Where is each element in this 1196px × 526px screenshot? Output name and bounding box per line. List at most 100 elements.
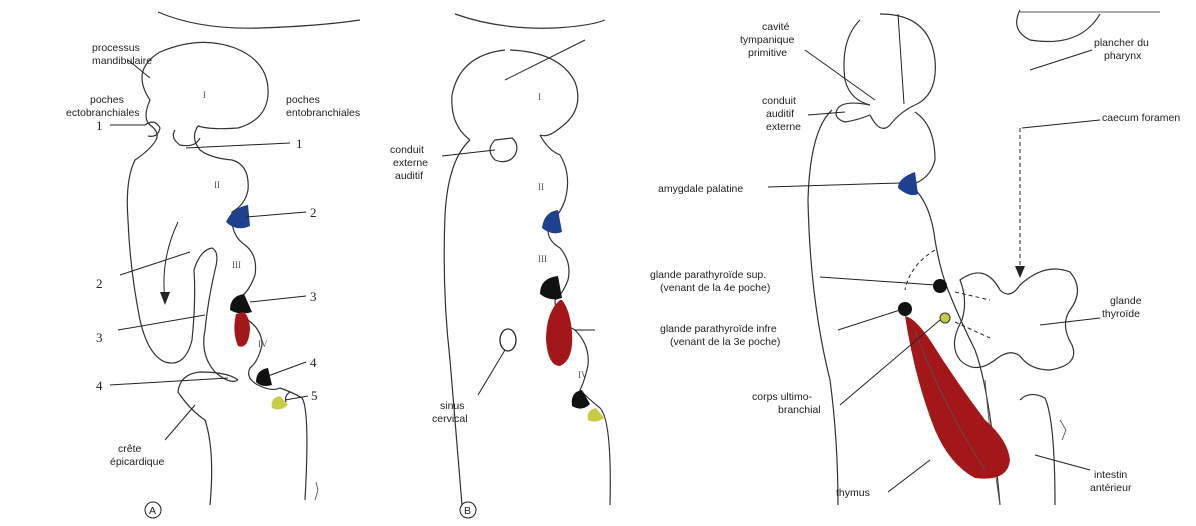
label-thyroide-2: thyroïde xyxy=(1102,308,1140,320)
label-parathyroide-inf-1: glande parathyroïde infre xyxy=(660,323,777,335)
leader-cavite xyxy=(805,50,875,100)
panel-b-arch-iv: IV xyxy=(578,370,588,380)
leader-parathyroide-inf xyxy=(838,310,900,330)
label-conduit-b-2: externe xyxy=(393,157,428,169)
label-processus: processus xyxy=(92,42,140,54)
thymus-primordium-a xyxy=(234,312,250,347)
label-plancher-2: pharynx xyxy=(1104,50,1142,62)
leader-right-2 xyxy=(246,212,306,217)
panel-c-vertical-divider xyxy=(898,14,904,104)
label-epicardique: épicardique xyxy=(110,456,164,468)
panel-c-upper-arch xyxy=(880,14,935,105)
panel-a-mark xyxy=(315,482,318,500)
leader-amygdale xyxy=(768,183,900,187)
right-number-3: 3 xyxy=(310,289,317,304)
leader-plancher xyxy=(1030,50,1092,70)
thyroid-gland-outline xyxy=(954,269,1077,370)
label-poches-ento-2: entobranchiales xyxy=(286,107,360,119)
label-conduit-b-3: auditif xyxy=(395,170,423,182)
parathyroid-inferior xyxy=(898,302,912,316)
panel-b-arch-i: I xyxy=(538,92,541,102)
dashed-to-thyroid-upper xyxy=(955,292,990,300)
label-intestin-2: antérieur xyxy=(1090,482,1132,494)
right-number-5: 5 xyxy=(311,388,318,403)
label-cavite-2: tympanique xyxy=(740,34,794,46)
badge-a: A xyxy=(149,505,156,517)
panel-b-thymus xyxy=(546,300,572,366)
label-parathyroide-inf-2: (venant de la 3e poche) xyxy=(670,336,780,348)
panel-b-arch-iii: III xyxy=(538,254,547,264)
leader-right-4 xyxy=(268,362,306,376)
leader-parathyroide-sup xyxy=(820,277,935,285)
panel-a: processus mandibulaire poches ectobranch… xyxy=(66,12,360,518)
panel-a-arrowhead xyxy=(160,292,170,305)
panel-c-top-right-curve xyxy=(1017,10,1100,42)
label-sinus-2: cervical xyxy=(432,413,468,425)
amygdale-palatine-blue xyxy=(898,172,918,195)
sinus-cervical-circle xyxy=(500,329,516,351)
pouch-three-black xyxy=(230,294,252,314)
label-poches-ecto-2: ectobranchiales xyxy=(66,107,140,119)
pouch-four-black xyxy=(256,368,272,386)
left-number-2: 2 xyxy=(96,276,103,291)
body-outline-left xyxy=(127,100,238,381)
label-amygdale: amygdale palatine xyxy=(658,183,743,195)
panel-a-top-curve xyxy=(158,12,360,28)
panel-a-curved-arrow xyxy=(164,222,178,300)
leader-left-3 xyxy=(118,315,205,330)
arch-label-ii: II xyxy=(214,180,220,190)
label-conduit-b-1: conduit xyxy=(390,144,424,156)
panel-b-black-lower xyxy=(572,390,590,409)
left-number-1: 1 xyxy=(96,118,103,133)
panel-b-arch-one xyxy=(452,50,505,140)
panel-b: conduit externe auditif sinus cervical I… xyxy=(390,14,610,518)
arch-one-outline xyxy=(142,42,268,128)
label-poches-ecto-1: poches xyxy=(90,94,124,106)
caecum-arrowhead xyxy=(1015,266,1025,278)
label-conduit-c-2: auditif xyxy=(766,108,794,120)
epicardial-ridge-outline xyxy=(178,372,238,505)
panel-c-left-body xyxy=(808,110,838,505)
label-mandibulaire: mandibulaire xyxy=(92,55,152,67)
body-outline-right xyxy=(194,126,306,500)
leader-caecum xyxy=(1022,120,1100,128)
leader-thymus xyxy=(888,460,930,492)
pouch-one-ento xyxy=(173,130,200,146)
ultimobranchial-body xyxy=(940,313,950,323)
panel-c-intestin xyxy=(1020,394,1055,505)
label-conduit-c-3: externe xyxy=(766,121,801,133)
label-conduit-c-1: conduit xyxy=(762,95,796,107)
leader-crete xyxy=(165,405,195,440)
label-thyroide-1: glande xyxy=(1110,295,1142,307)
right-number-1: 1 xyxy=(296,136,303,151)
parathyroid-superior xyxy=(933,279,947,293)
panel-b-top-curve xyxy=(455,14,605,28)
leader-conduit-b xyxy=(442,150,495,156)
leader-left-4 xyxy=(110,378,228,385)
label-caecum: caecum foramen xyxy=(1102,112,1180,124)
thymus-red xyxy=(905,316,1010,479)
panel-c: cavité tympanique primitive conduit audi… xyxy=(650,10,1180,505)
label-cavite-1: cavité xyxy=(762,21,790,33)
label-sinus-1: sinus xyxy=(440,400,465,412)
left-number-4: 4 xyxy=(96,378,103,393)
pouch-one-ecto xyxy=(145,122,160,136)
panel-c-upper-left-outline xyxy=(844,20,870,105)
label-corps-2: branchial xyxy=(778,404,821,416)
leader-thyroide xyxy=(1040,318,1100,325)
right-number-4: 4 xyxy=(310,355,317,370)
label-plancher-1: plancher du xyxy=(1094,37,1149,49)
label-corps-1: corps ultimo- xyxy=(752,391,813,403)
left-number-3: 3 xyxy=(96,330,103,345)
panel-b-body-left xyxy=(444,140,470,505)
label-cavite-3: primitive xyxy=(748,47,787,59)
leader-sinus xyxy=(478,350,505,395)
pouch-five-outline xyxy=(286,392,291,402)
label-poches-ento-1: poches xyxy=(286,94,320,106)
panel-c-tympanic xyxy=(870,105,915,128)
arch-label-iii: III xyxy=(232,260,241,270)
panel-b-black-upper xyxy=(540,276,562,299)
label-thymus: thymus xyxy=(836,487,870,499)
